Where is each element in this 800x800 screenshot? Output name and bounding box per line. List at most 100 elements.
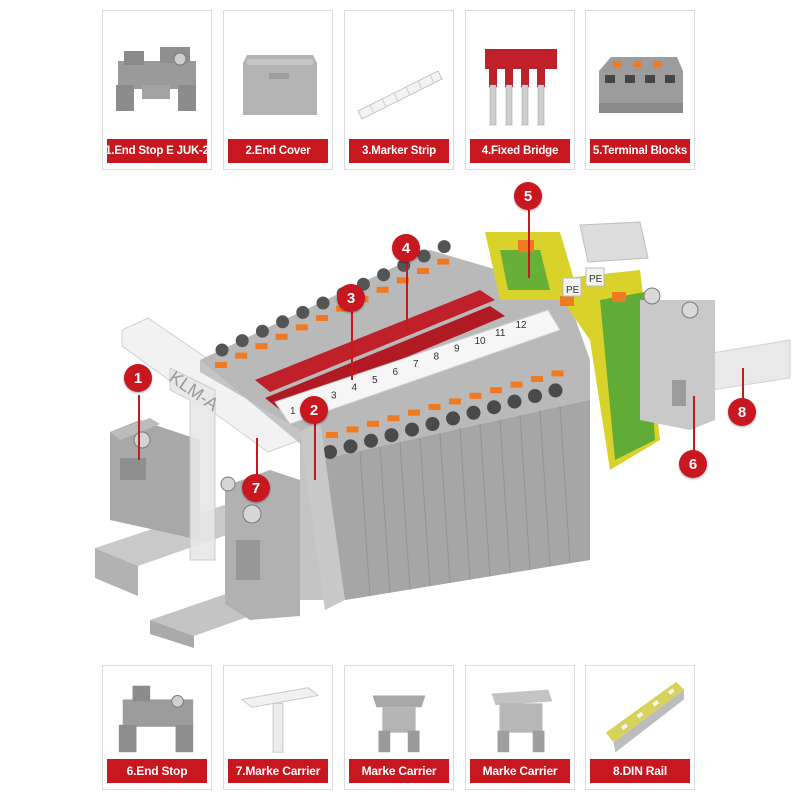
terminal-lever <box>510 381 523 388</box>
marker-number: 3 <box>331 390 337 401</box>
terminal-lever <box>428 404 441 410</box>
marker-number: 5 <box>372 375 378 386</box>
terminal-hole <box>507 394 522 409</box>
marker-number: 10 <box>475 336 487 347</box>
end-cover-2 <box>300 420 345 610</box>
marker-number: 7 <box>413 359 419 370</box>
terminal-lever <box>235 352 248 359</box>
terminal-hole <box>466 405 481 420</box>
terminal-hole <box>276 315 290 329</box>
tile-marker-carrier-b: Marke Carrier <box>344 665 454 790</box>
tile-end-stop-e-juk2: 1.End Stop E JUK-2 <box>102 10 212 170</box>
terminal-hole <box>417 249 431 263</box>
tile-marker-strip: 3.Marker Strip <box>344 10 454 170</box>
marker-number: 4 <box>352 383 358 394</box>
terminal-hole <box>425 417 440 431</box>
terminal-hole <box>528 389 542 403</box>
marker-carrier-icon <box>372 695 426 753</box>
end-cover-icon <box>243 55 317 115</box>
tile-end-cover: 2.End Cover <box>223 10 333 170</box>
marker-number-group: 123456789101112 <box>290 320 527 417</box>
tile-label: Marke Carrier <box>470 759 570 783</box>
end-stop-icon <box>116 47 196 111</box>
terminal-lever <box>396 277 409 284</box>
callout-1: 1 <box>124 364 152 392</box>
terminal-lever <box>326 432 338 438</box>
terminal-lever <box>367 420 379 427</box>
callout-6: 6 <box>679 450 707 478</box>
tile-label: 4.Fixed Bridge <box>470 139 570 163</box>
marker-number: 6 <box>393 367 399 378</box>
terminal-lever <box>408 409 420 416</box>
terminal-lever <box>387 415 400 422</box>
terminal-lever <box>490 387 502 394</box>
tile-fixed-bridge: 4.Fixed Bridge <box>465 10 575 170</box>
terminal-hole <box>446 411 460 426</box>
tile-din-rail: 8.DIN Rail <box>585 665 695 790</box>
marker-strip-3: 123456789101112 <box>274 309 561 425</box>
terminal-blocks-icon <box>599 57 683 113</box>
callout-4: 4 <box>392 234 420 262</box>
din-rail-icon <box>605 681 684 753</box>
terminal-lever <box>469 392 482 399</box>
terminal-lever <box>551 370 564 377</box>
terminal-lever <box>376 286 389 293</box>
tile-label: 7.Marke Carrier <box>228 759 328 783</box>
tile-terminal-blocks: 5.Terminal Blocks <box>585 10 695 170</box>
callout-8: 8 <box>728 398 756 426</box>
tile-label: 5.Terminal Blocks <box>590 139 690 163</box>
leader-line-6 <box>693 396 695 461</box>
terminal-lever <box>295 324 308 331</box>
terminal-hole <box>487 400 501 415</box>
tile-marker-carrier-c: Marke Carrier <box>465 665 575 790</box>
terminal-lever <box>437 258 450 265</box>
terminal-lever <box>449 398 461 405</box>
callout-7: 7 <box>242 474 270 502</box>
pe-label-2: PE <box>589 274 603 285</box>
leader-line-8 <box>742 368 744 408</box>
leader-line-5 <box>528 210 530 278</box>
end-stop-right <box>579 221 715 430</box>
tile-label: 6.End Stop <box>107 759 207 783</box>
terminal-hole <box>343 439 358 454</box>
marker-number: 11 <box>495 328 506 339</box>
terminal-hole <box>255 324 269 338</box>
terminal-hole <box>377 268 391 282</box>
marker-carrier-icon <box>240 687 320 753</box>
terminal-hole <box>384 428 399 443</box>
tile-label: 3.Marker Strip <box>349 139 449 163</box>
terminal-hole <box>235 334 249 348</box>
terminal-hole <box>405 422 419 437</box>
marker-number: 1 <box>290 406 296 417</box>
terminal-hole <box>316 296 330 310</box>
terminal-hole <box>296 305 310 319</box>
terminal-lever <box>316 315 328 321</box>
terminal-lever <box>275 333 288 340</box>
end-stop-icon <box>118 685 194 753</box>
leader-line-7 <box>256 438 258 486</box>
terminal-hole <box>215 343 229 357</box>
terminal-lever <box>215 362 227 368</box>
marker-carrier-icon <box>491 689 553 753</box>
fixed-bridge-4 <box>255 290 505 410</box>
leader-line-2 <box>314 420 316 480</box>
pe-label-1: PE <box>566 285 580 296</box>
callout-3: 3 <box>337 284 365 312</box>
tile-label: Marke Carrier <box>349 759 449 783</box>
tile-marker-carrier-7: 7.Marke Carrier <box>223 665 333 790</box>
terminal-lever <box>531 376 543 382</box>
end-stop-front <box>220 470 300 620</box>
terminal-hole <box>437 240 451 254</box>
tile-label: 8.DIN Rail <box>590 759 690 783</box>
callout-5: 5 <box>514 182 542 210</box>
terminal-lever <box>417 268 429 274</box>
marker-number: 8 <box>434 351 440 362</box>
terminal-hole <box>323 445 337 459</box>
tile-end-stop: 6.End Stop <box>102 665 212 790</box>
terminal-lever <box>255 343 268 350</box>
terminal-lever <box>346 426 359 433</box>
tile-label: 1.End Stop E JUK-2 <box>107 139 207 163</box>
marker-number: 9 <box>454 344 460 355</box>
assembly-illustration: 123456789101112 KLM-A <box>0 180 800 650</box>
fixed-bridge-icon <box>485 49 557 126</box>
